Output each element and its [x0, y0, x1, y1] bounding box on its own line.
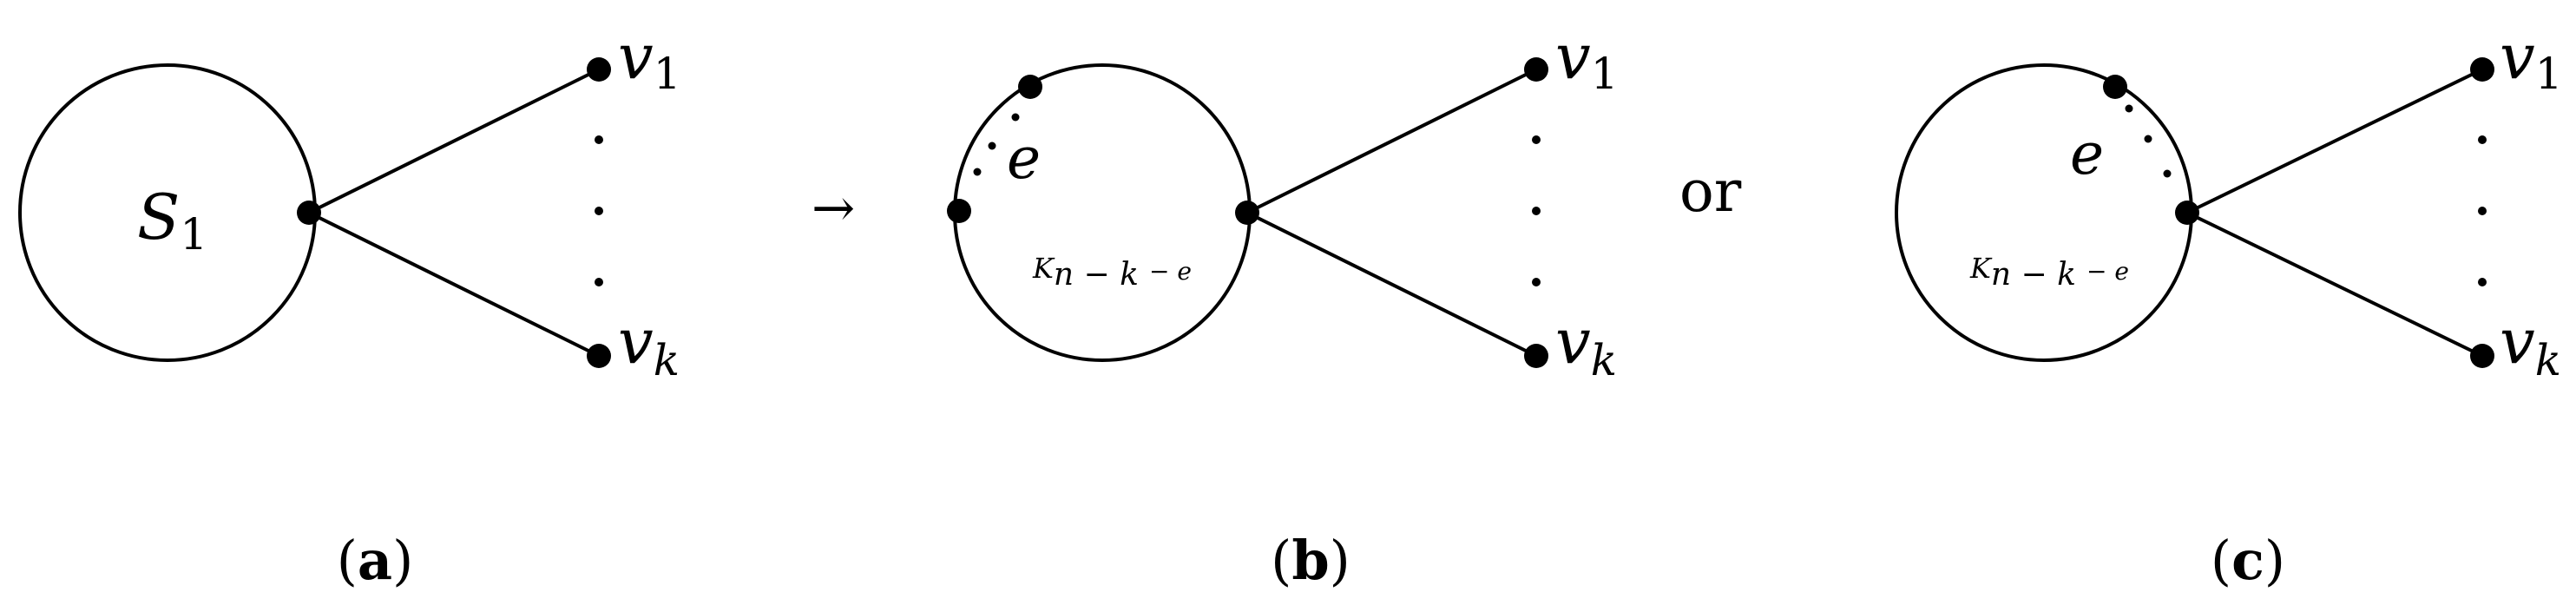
- missing-edge-dot: [973, 168, 982, 176]
- ellipsis-dot: [595, 207, 603, 215]
- vk-label: vk: [1555, 305, 1617, 385]
- edge-to-v1: [1246, 68, 1537, 214]
- v1-label: v1: [618, 20, 681, 99]
- edge-endpoint-left-node: [947, 199, 971, 223]
- cut-vertex-node: [1235, 201, 1259, 225]
- ellipsis-dot: [2478, 278, 2487, 286]
- ellipsis-dot: [1532, 135, 1541, 144]
- missing-edge-dot: [2125, 104, 2133, 113]
- ellipsis-dot: [2478, 135, 2487, 144]
- complete-graph-label: Kn − k− e: [1969, 252, 2129, 293]
- panel-c: e Kn − k− e v1 vk (c): [1895, 20, 2563, 592]
- ellipsis-dot: [595, 278, 603, 286]
- edge-endpoint-top-node: [1018, 75, 1042, 99]
- cut-vertex-node: [297, 201, 321, 225]
- vertex-v1-node: [2470, 57, 2494, 82]
- panel-a: S1 v1 vk (a): [18, 20, 681, 592]
- complete-graph-circle: [953, 63, 1252, 362]
- missing-edge-dot: [988, 141, 996, 150]
- vertex-v1-node: [1524, 57, 1548, 82]
- panel-b: e Kn − k− e v1 vk (b): [947, 20, 1619, 592]
- edge-to-v1: [308, 68, 600, 214]
- vertex-vk-node: [1524, 344, 1548, 368]
- missing-edge-dot: [2163, 169, 2172, 178]
- caption-b: (b): [1271, 529, 1350, 592]
- v1-label: v1: [2500, 20, 2563, 99]
- edge-endpoint-top-node: [2103, 75, 2127, 99]
- missing-edge-label: e: [2070, 121, 2104, 188]
- v1-label: v1: [1555, 20, 1619, 99]
- missing-edge-label: e: [1007, 125, 1041, 192]
- transition-arrow: →: [812, 178, 855, 239]
- ellipsis-dot: [2478, 207, 2487, 215]
- vertex-vk-node: [587, 344, 611, 368]
- complete-graph-circle: [1895, 63, 2193, 362]
- edge-to-vk: [1246, 211, 1537, 358]
- vk-label: vk: [618, 305, 680, 385]
- ellipsis-dot: [1532, 278, 1541, 286]
- cut-vertex-node: [2175, 201, 2199, 225]
- missing-edge-dot: [2144, 135, 2152, 143]
- edge-to-vk: [2186, 211, 2483, 358]
- ellipsis-dot: [1532, 207, 1541, 215]
- edge-to-v1: [2186, 68, 2483, 214]
- caption-c: (c): [2211, 529, 2285, 592]
- or-text: or: [1679, 158, 1742, 225]
- ellipsis-dot: [595, 135, 603, 144]
- caption-a: (a): [337, 529, 414, 592]
- vertex-vk-node: [2470, 344, 2494, 368]
- missing-edge-dot: [1011, 113, 1020, 122]
- vertex-v1-node: [587, 57, 611, 82]
- s1-label: S1: [137, 181, 207, 260]
- edge-to-vk: [308, 211, 600, 358]
- vk-label: vk: [2500, 305, 2561, 385]
- complete-graph-label: Kn − k− e: [1032, 252, 1192, 293]
